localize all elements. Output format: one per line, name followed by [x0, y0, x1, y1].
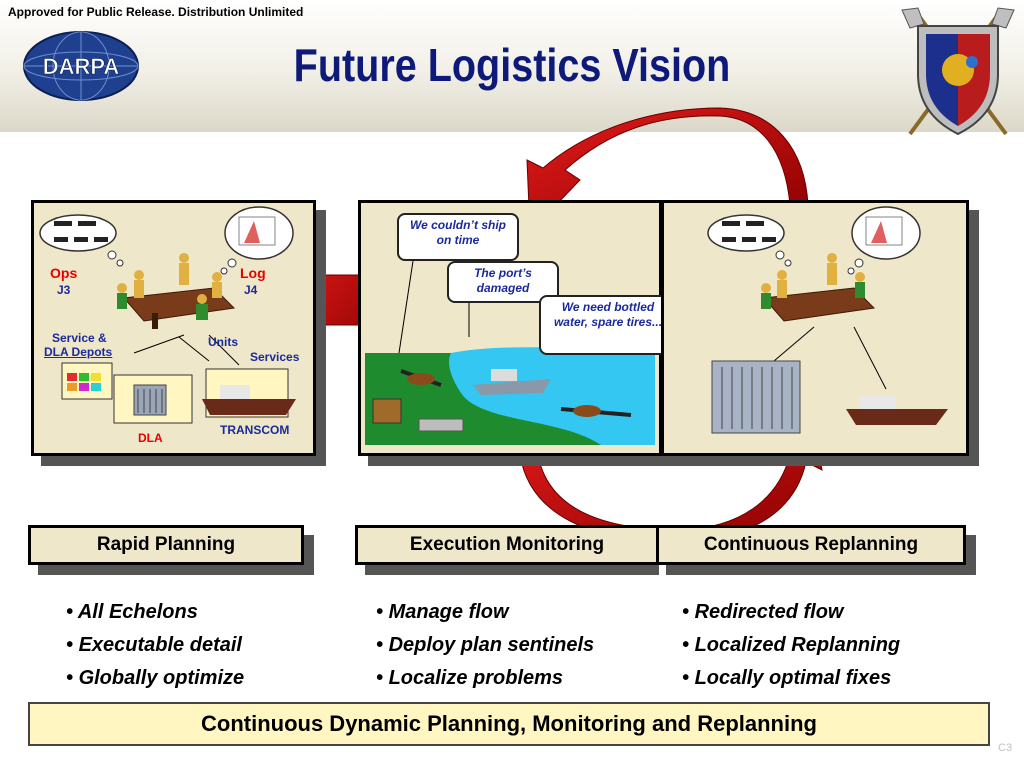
- execution-monitoring-panel: We couldn’t ship on time The port’s dama…: [358, 200, 677, 456]
- list-item: • All Echelons: [66, 601, 198, 623]
- release-notice: Approved for Public Release. Distributio…: [8, 5, 304, 19]
- darpa-logo-text: DARPA: [43, 54, 120, 79]
- continuous-replanning-panel: [661, 200, 969, 456]
- transcom-label: TRANSCOM: [220, 423, 290, 437]
- list-item: • Redirected flow: [682, 601, 844, 623]
- list-item: • Globally optimize: [66, 667, 245, 689]
- log-label: Log: [240, 265, 266, 281]
- phase-execution-monitoring: Execution Monitoring: [355, 525, 659, 565]
- slide-number: C3: [998, 742, 1013, 754]
- rapid-planning-bullets: • All Echelons • Executable detail • Glo…: [66, 596, 244, 695]
- list-item: • Locally optimal fixes: [682, 667, 892, 689]
- summary-banner: Continuous Dynamic Planning, Monitoring …: [28, 702, 990, 746]
- darpa-logo: DARPA: [23, 31, 139, 101]
- j4-label: J4: [244, 283, 258, 297]
- services-label: Services: [250, 350, 300, 364]
- list-item: • Localize problems: [376, 667, 564, 689]
- planning-scene: [39, 206, 296, 424]
- page-title: Future Logistics Vision: [293, 39, 731, 91]
- service-depots-label-1: Service &: [52, 331, 107, 345]
- phase-rapid-planning: Rapid Planning: [28, 525, 304, 565]
- speech-bubble-port: The port’s damaged: [447, 261, 559, 303]
- port-map-scene: [365, 260, 655, 445]
- phase-continuous-replanning: Continuous Replanning: [656, 525, 966, 565]
- ops-label: Ops: [50, 265, 78, 281]
- rapid-planning-panel: Ops J3 Log J4 Service & DLA Depots Units…: [31, 200, 316, 456]
- list-item: • Manage flow: [376, 601, 509, 623]
- continuous-replanning-bullets: • Redirected flow • Localized Replanning…: [682, 596, 900, 695]
- list-item: • Localized Replanning: [682, 634, 901, 656]
- units-label: Units: [208, 335, 238, 349]
- speech-bubble-ship: We couldn’t ship on time: [397, 213, 519, 261]
- j3-label: J3: [57, 283, 71, 297]
- speech-bubble-supplies: We need bottled water, spare tires...: [539, 295, 677, 355]
- replanning-scene: [707, 206, 948, 434]
- crest-shield-icon: [901, 7, 1015, 136]
- list-item: • Executable detail: [66, 634, 242, 656]
- dla-label: DLA: [138, 431, 163, 445]
- list-item: • Deploy plan sentinels: [376, 634, 595, 656]
- execution-monitoring-bullets: • Manage flow • Deploy plan sentinels • …: [376, 596, 594, 695]
- service-depots-label-2: DLA Depots: [44, 345, 113, 359]
- header-band: [0, 0, 1024, 132]
- phase-shadow: [365, 565, 659, 575]
